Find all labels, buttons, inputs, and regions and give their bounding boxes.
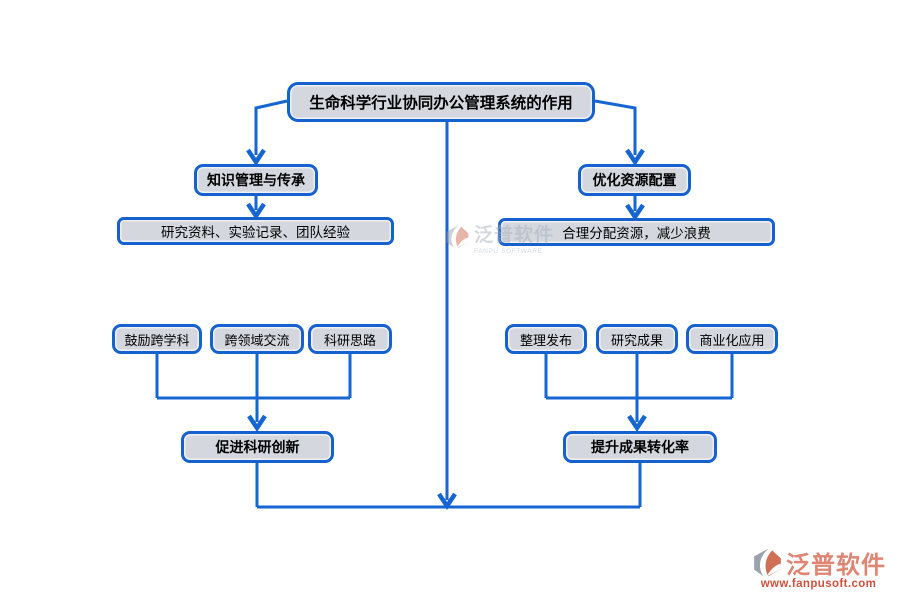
node-resource-detail: 合理分配资源，减少浪费	[498, 218, 775, 246]
node-item-interdisciplinary: 鼓励跨学科	[112, 324, 202, 354]
node-item-research-results: 研究成果	[596, 324, 678, 354]
node-knowledge-detail: 研究资料、实验记录、团队经验	[117, 217, 394, 245]
footer-brand-url: www.fanpusoft.com	[760, 578, 877, 590]
node-conversion-rate: 提升成果转化率	[563, 431, 717, 463]
node-item-cross-domain-exchange: 跨领域交流	[210, 324, 304, 354]
footer-brand: 泛普软件 www.fanpusoft.com	[751, 545, 886, 590]
node-root-title: 生命科学行业协同办公管理系统的作用	[287, 82, 595, 122]
footer-brand-text: 泛普软件	[786, 552, 886, 579]
node-item-commercial-application: 商业化应用	[686, 324, 778, 354]
node-item-organize-publish: 整理发布	[505, 324, 587, 354]
node-resource-optimization: 优化资源配置	[578, 164, 691, 196]
node-item-research-ideas: 科研思路	[308, 324, 392, 354]
fanpu-logo-icon	[754, 547, 781, 576]
node-knowledge-management: 知识管理与传承	[194, 164, 318, 196]
node-promote-innovation: 促进科研创新	[181, 431, 334, 463]
